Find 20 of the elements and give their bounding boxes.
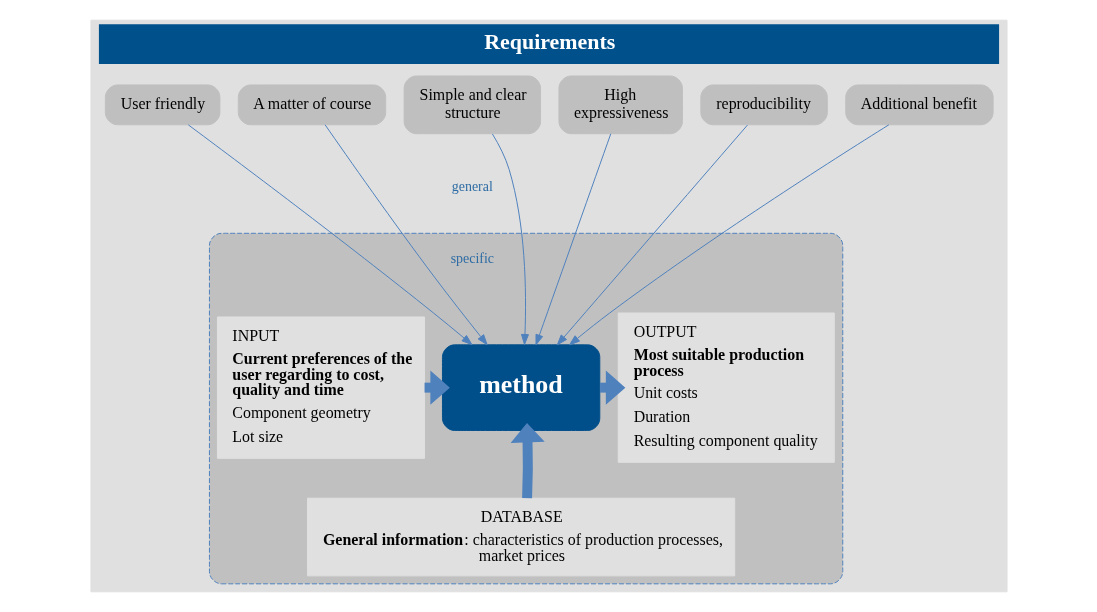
node-box: DATABASE General information: characteristics of production processes, market prices	[306, 497, 735, 577]
node-box: User friendly	[104, 84, 220, 126]
cluster	[208, 232, 843, 585]
node-box: Simple and clear structure	[403, 75, 541, 135]
arrow	[556, 124, 748, 346]
node-box: A matter of course	[237, 84, 386, 126]
node-box: reproducibility	[699, 84, 828, 126]
arrow	[510, 422, 545, 499]
node-box: method	[441, 344, 600, 431]
node-box: High expressiveness	[557, 75, 683, 135]
node-box: INPUT Current preferences of the user regarding to cost, quality and time Component geometry Lot size	[216, 316, 425, 459]
arrow	[491, 133, 529, 345]
label: general	[451, 179, 493, 195]
arrow	[568, 124, 889, 346]
node-box: Additional benefit	[844, 84, 994, 126]
arrow	[187, 124, 472, 346]
label: specific	[450, 250, 494, 266]
arrow	[324, 124, 488, 346]
node-box: OUTPUT Most suitable production process Unit costs Duration Resulting component quality	[617, 312, 835, 463]
arrow	[534, 133, 611, 346]
